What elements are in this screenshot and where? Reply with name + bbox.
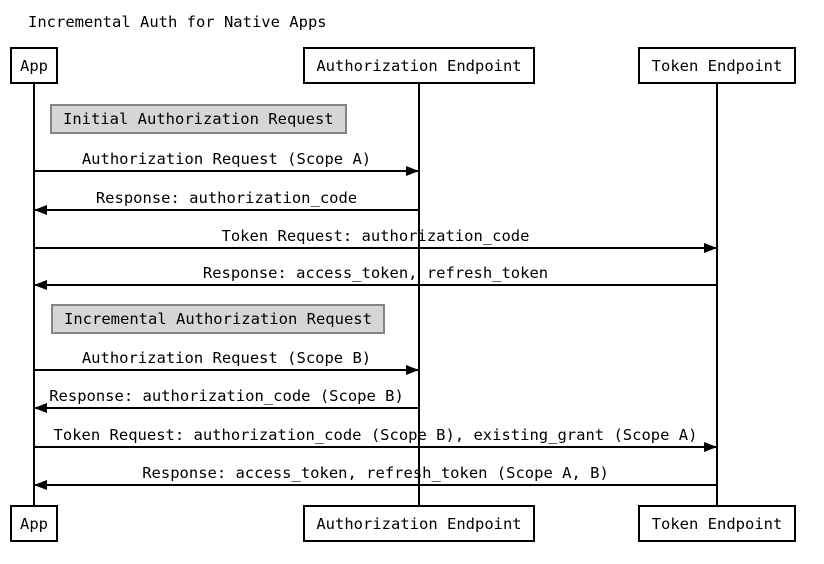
arrowhead-left-icon [34,205,47,215]
actor-authorization-endpoint-bottom: Authorization Endpoint [303,505,535,542]
message-label: Response: authorization_code [95,189,358,207]
message-label: Token Request: authorization_code (Scope… [53,426,698,444]
arrowhead-left-icon [34,480,47,490]
message-label: Authorization Request (Scope A) [81,150,372,168]
diagram-title: Incremental Auth for Native Apps [28,13,327,31]
message-label: Response: access_token, refresh_token (S… [142,464,609,482]
actor-app-top: App [10,47,58,84]
lifeline-token-endpoint [716,84,718,505]
message-line [34,484,717,486]
arrowhead-right-icon [704,243,717,253]
message-line [34,407,419,409]
message-line [34,247,717,249]
message-response-authorization-code: Response: authorization_code [34,189,419,215]
message-response-access-refresh-scope-a-b: Response: access_token, refresh_token (S… [34,464,717,490]
arrowhead-right-icon [406,166,419,176]
actor-app-bottom: App [10,505,58,542]
message-line [34,446,717,448]
arrowhead-right-icon [406,365,419,375]
lifeline-authorization-endpoint [418,84,420,505]
message-line [34,284,717,286]
message-label: Response: access_token, refresh_token [202,264,549,282]
note-initial-authorization-request: Initial Authorization Request [50,104,347,134]
message-token-request-scope-b-existing-grant: Token Request: authorization_code (Scope… [34,426,717,452]
actor-authorization-endpoint-top: Authorization Endpoint [303,47,535,84]
arrowhead-right-icon [704,442,717,452]
actor-token-endpoint-bottom: Token Endpoint [638,505,796,542]
message-authorization-request-scope-b: Authorization Request (Scope B) [34,349,419,375]
note-incremental-authorization-request: Incremental Authorization Request [51,304,385,334]
message-label: Token Request: authorization_code [221,227,530,245]
message-response-access-token-refresh-token: Response: access_token, refresh_token [34,264,717,290]
message-line [34,369,419,371]
lifeline-app [33,84,35,505]
message-response-authorization-code-scope-b: Response: authorization_code (Scope B) [34,387,419,413]
arrowhead-left-icon [34,403,47,413]
message-label: Authorization Request (Scope B) [81,349,372,367]
message-authorization-request-scope-a: Authorization Request (Scope A) [34,150,419,176]
message-line [34,170,419,172]
message-label: Response: authorization_code (Scope B) [49,387,404,405]
message-token-request-authorization-code: Token Request: authorization_code [34,227,717,253]
actor-token-endpoint-top: Token Endpoint [638,47,796,84]
arrowhead-left-icon [34,280,47,290]
message-line [34,209,419,211]
